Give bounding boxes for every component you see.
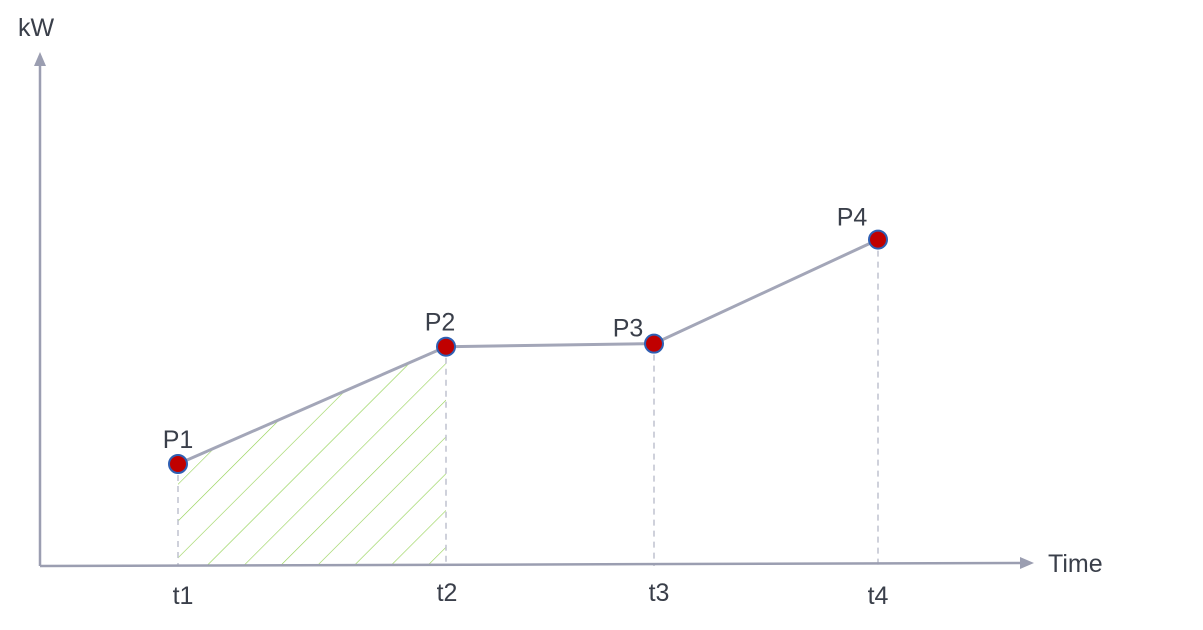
x-tick-label-t1: t1 [173,582,194,610]
tick-labels: t1 t2 t3 t4 [173,579,889,610]
x-tick-label-t2: t2 [437,579,458,607]
point-label-p4: P4 [837,204,868,232]
data-point-p1 [168,454,188,474]
x-tick-label-t4: t4 [868,582,889,610]
point-label-p3: P3 [613,315,644,343]
data-points [168,229,888,474]
point-label-p1: P1 [163,426,194,454]
x-axis-title: Time [1048,550,1103,578]
y-axis-arrow [34,52,46,66]
x-axis-line [39,561,1023,568]
axes [34,52,1034,569]
data-point-p2 [436,336,456,357]
shaded-area-layer [178,346,446,566]
data-point-p4 [868,229,888,250]
point-labels: P1 P2 P3 P4 [163,204,868,454]
series-line [177,238,879,466]
x-tick-label-t3: t3 [649,579,670,607]
series-layer [177,238,879,466]
data-point-p3 [644,333,664,354]
x-axis-arrow [1020,557,1034,569]
drop-lines-layer [177,239,879,566]
point-label-p2: P2 [425,309,456,337]
y-axis-title: kW [18,14,55,42]
shaded-area [178,346,446,566]
